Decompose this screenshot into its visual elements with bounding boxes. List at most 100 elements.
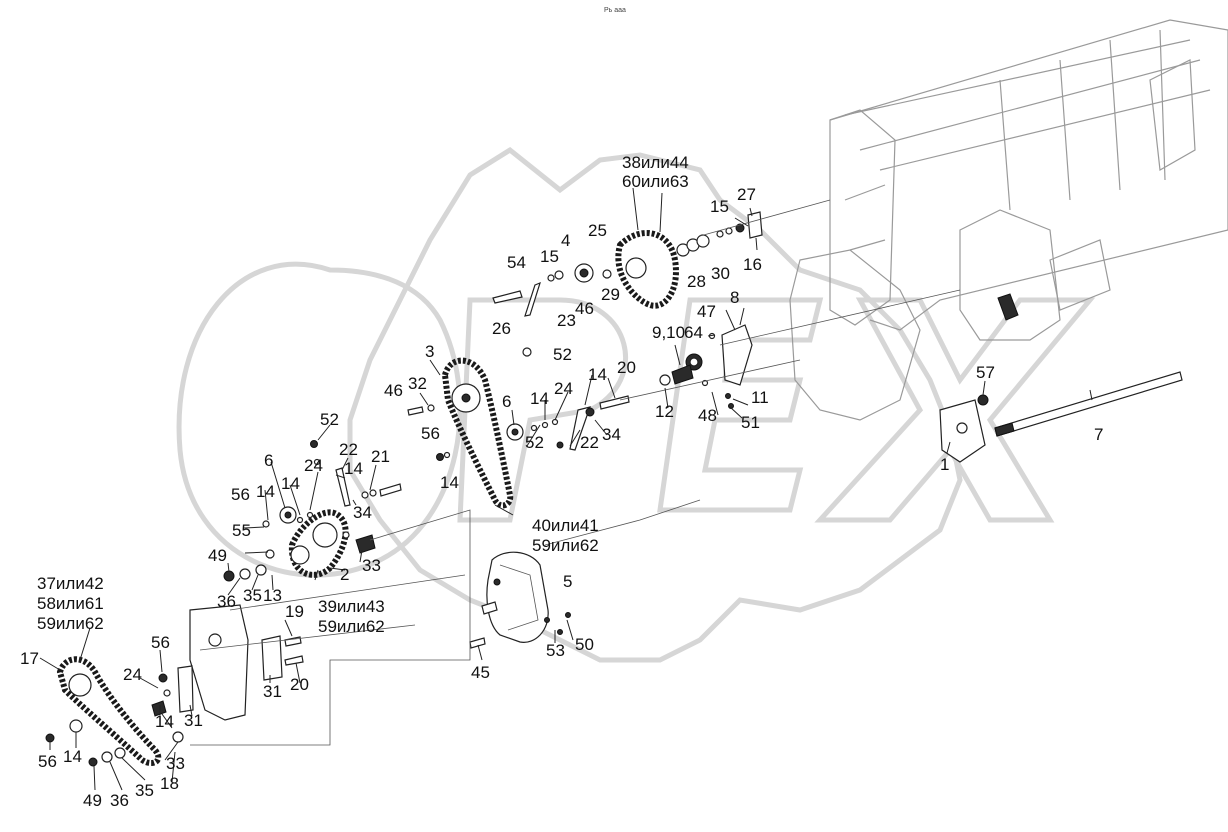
shaft-assembly <box>939 371 1183 463</box>
label-49: 49 <box>208 546 227 565</box>
nut-49-lower <box>88 757 98 767</box>
label-45: 45 <box>471 663 490 682</box>
gearbox-5 <box>486 551 549 643</box>
gearbox-assembly <box>469 551 571 649</box>
label-56: 56 <box>151 633 170 652</box>
label-28: 28 <box>687 272 706 291</box>
bolt-26 <box>492 290 523 304</box>
label-14: 14 <box>63 747 82 766</box>
bolt-46 <box>407 406 424 416</box>
center-drive <box>407 357 630 509</box>
label-49: 49 <box>83 791 102 810</box>
label-14: 14 <box>440 473 459 492</box>
label-59-62: 59или62 <box>37 614 104 633</box>
label-1: 1 <box>940 455 949 474</box>
label-4: 4 <box>561 231 570 250</box>
frame-slot-plate <box>997 293 1019 321</box>
tensioner-group <box>659 324 753 409</box>
label-24: 24 <box>123 665 142 684</box>
tensioner-22 <box>569 406 591 451</box>
bracket-plate <box>189 604 249 721</box>
label-9-10: 9,10 <box>652 323 685 342</box>
label-16: 16 <box>743 255 762 274</box>
leader-lines <box>39 187 1093 791</box>
label-35: 35 <box>135 781 154 800</box>
label-39-43: 39или43 <box>318 597 385 616</box>
frame-lower-bracket <box>789 249 921 421</box>
label-24: 24 <box>304 456 323 475</box>
label-54: 54 <box>507 253 526 272</box>
label-55: 55 <box>232 521 251 540</box>
upper-drive <box>492 211 763 357</box>
label-8: 8 <box>730 288 739 307</box>
label-33: 33 <box>166 754 185 773</box>
plate-31 <box>177 665 194 713</box>
tensioner-23 <box>524 281 541 317</box>
label-7: 7 <box>1094 425 1103 444</box>
label-59-62: 59или62 <box>318 617 385 636</box>
label-50: 50 <box>575 635 594 654</box>
watermark-letter-e <box>657 297 824 513</box>
frame-side-plate <box>959 209 1061 341</box>
label-25: 25 <box>588 221 607 240</box>
label-21: 21 <box>371 447 390 466</box>
label-34: 34 <box>602 425 621 444</box>
sprocket-25 <box>625 257 647 279</box>
label-24: 24 <box>554 379 573 398</box>
label-20: 20 <box>290 675 309 694</box>
label-15: 15 <box>710 197 729 216</box>
label-2: 2 <box>340 565 349 584</box>
plate-31-right <box>261 635 283 681</box>
label-15: 15 <box>540 247 559 266</box>
sprocket-17 <box>68 673 92 697</box>
chain-38-44 <box>615 230 679 309</box>
label-57: 57 <box>976 363 995 382</box>
label-11: 11 <box>751 388 769 407</box>
watermark-letter-o <box>176 261 463 578</box>
sprocket-2 <box>290 545 310 565</box>
spring-9-10 <box>671 364 694 385</box>
label-52: 52 <box>525 433 544 452</box>
label-38-44: 38или44 <box>622 153 689 172</box>
label-12: 12 <box>655 402 674 421</box>
bolt-20-lower <box>284 655 304 666</box>
label-36: 36 <box>217 592 236 611</box>
frame-panels <box>1049 59 1196 311</box>
label-35: 35 <box>243 586 262 605</box>
chain-40-41 <box>441 357 514 509</box>
label-48: 48 <box>698 406 717 425</box>
label-31: 31 <box>184 711 203 730</box>
label-59-62: 59или62 <box>532 536 599 555</box>
label-29: 29 <box>601 285 620 304</box>
watermark <box>176 146 1096 663</box>
label-3: 3 <box>425 342 434 361</box>
label-36: 36 <box>110 791 129 810</box>
callout-labels: 38или44 60или63 27 15 16 30 28 25 4 15 5… <box>20 153 1103 810</box>
label-56: 56 <box>421 424 440 443</box>
label-27: 27 <box>737 185 756 204</box>
nut-49 <box>223 570 235 582</box>
bolt-21 <box>379 483 402 497</box>
label-6: 6 <box>264 451 273 470</box>
chain-39-43 <box>288 509 349 578</box>
label-22: 22 <box>580 433 599 452</box>
label-40-41: 40или41 <box>532 516 599 535</box>
plate-16 <box>747 211 763 239</box>
frame-ribs <box>844 29 1166 251</box>
label-14: 14 <box>256 482 275 501</box>
bracket-8 <box>721 324 753 386</box>
label-46: 46 <box>575 299 594 318</box>
bolt-45 <box>469 637 486 649</box>
label-19: 19 <box>285 602 304 621</box>
tensioner-22-lower <box>335 467 351 507</box>
label-23: 23 <box>557 311 576 330</box>
label-26: 26 <box>492 319 511 338</box>
bracket-hole <box>956 422 968 434</box>
watermark-letter-p <box>457 297 629 523</box>
label-14: 14 <box>344 459 363 478</box>
label-32: 32 <box>408 374 427 393</box>
label-14: 14 <box>530 389 549 408</box>
header-frame <box>789 19 1228 421</box>
label-20: 20 <box>617 358 636 377</box>
